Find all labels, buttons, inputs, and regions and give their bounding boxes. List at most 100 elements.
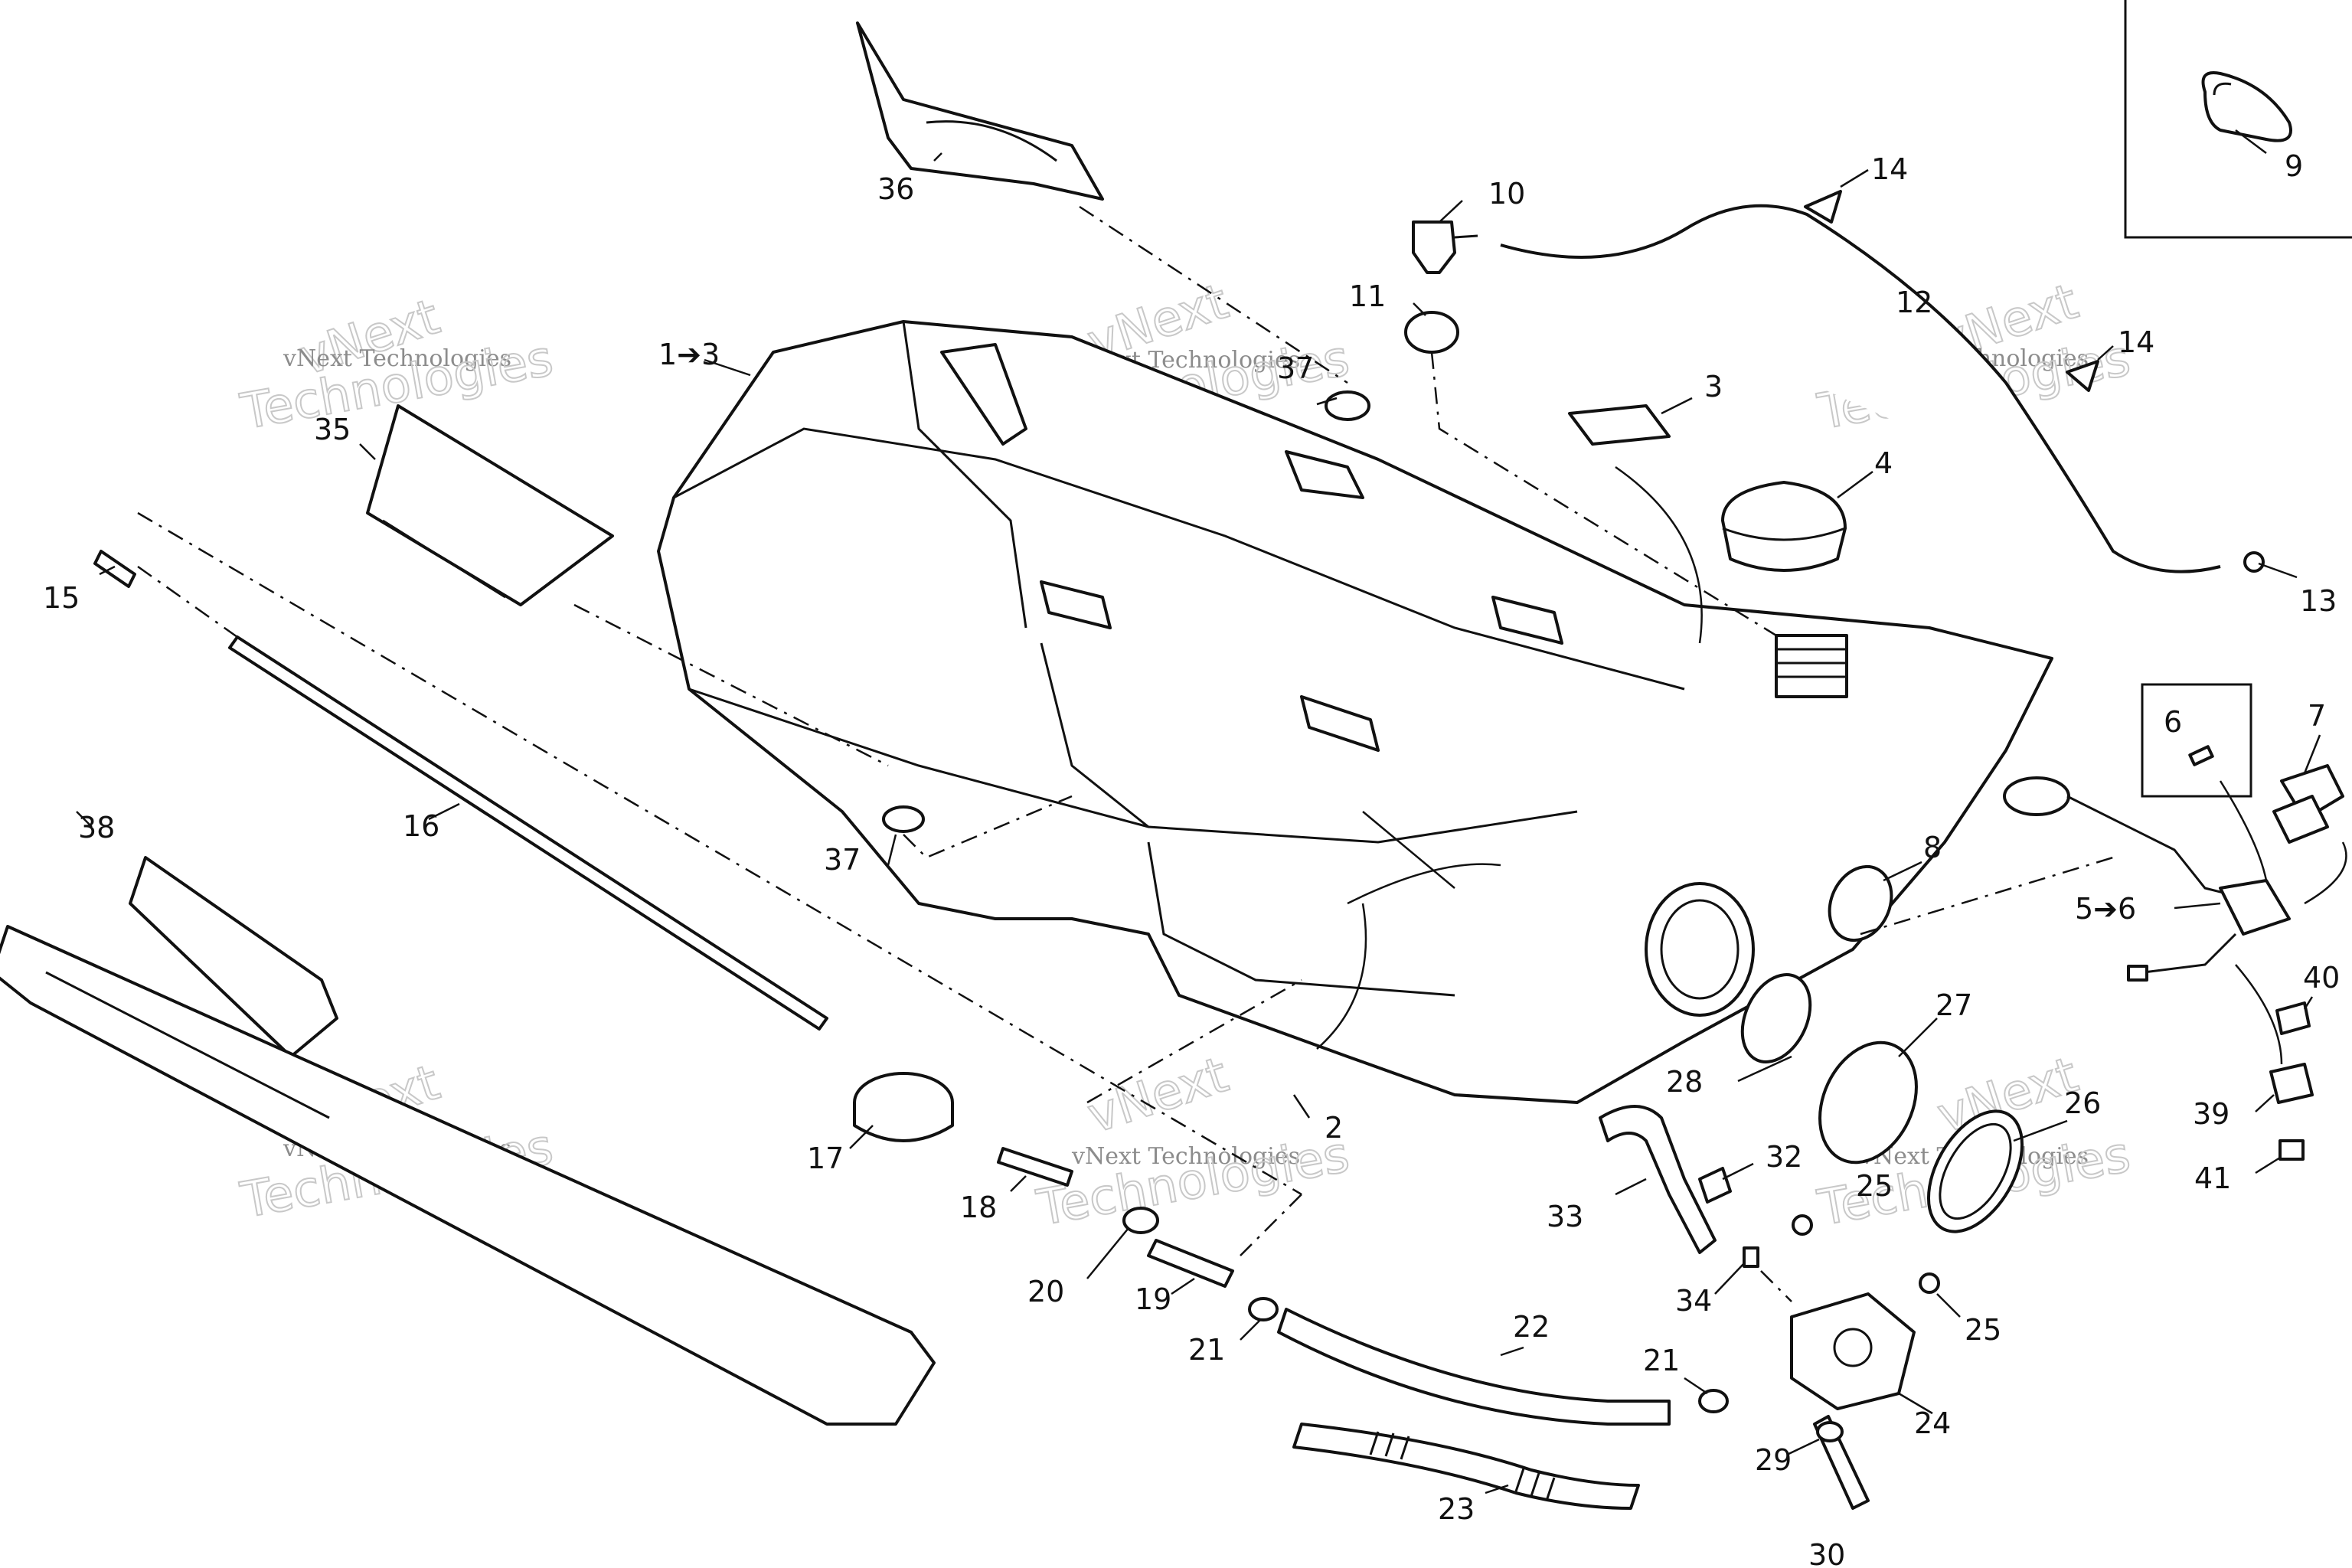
callout-labels: 1➔3 2 3 4 5➔6 6 7 8 9 10 11 12 13 14 14 … (43, 149, 2340, 1568)
pad-part-38[interactable] (129, 856, 338, 1058)
callout-37: 37 (1277, 351, 1314, 385)
grommet-part-11[interactable] (1404, 311, 1459, 354)
hose-part-12[interactable] (1500, 204, 2221, 573)
washer-part-20[interactable] (1122, 1207, 1159, 1234)
callout-28: 28 (1666, 1065, 1703, 1099)
rod-part-16[interactable] (228, 635, 828, 1031)
callout-30: 30 (1808, 1538, 1845, 1568)
watermark-text: vNext Technologies (1071, 1143, 1300, 1170)
filler-neck (1775, 634, 1848, 698)
sender-base (853, 1102, 954, 1142)
float-part-5[interactable] (2003, 776, 2070, 816)
grommet-part-37[interactable] (1325, 390, 1370, 421)
seal-part-28[interactable] (1729, 964, 1823, 1073)
panel-part-35[interactable] (366, 404, 614, 606)
fuse-part-6[interactable] (2188, 745, 2214, 766)
assembly-line (573, 603, 889, 767)
callout-tick (1898, 1018, 1938, 1057)
clamp-part-13[interactable] (2243, 551, 2265, 573)
cap-part-25[interactable] (1919, 1272, 1940, 1294)
hose-part-33[interactable] (1599, 1105, 1717, 1254)
cap-body (1721, 481, 1847, 572)
clip-part-9[interactable] (2201, 71, 2292, 142)
callout-20: 20 (1027, 1275, 1064, 1308)
hose-part-22[interactable] (1277, 1308, 1671, 1426)
callout-tick (704, 358, 751, 377)
fuel-tank[interactable] (657, 320, 2053, 1104)
callout-tick (2255, 1094, 2275, 1112)
hose-part-23[interactable] (1292, 1423, 1640, 1510)
callout-26: 26 (2064, 1086, 2101, 1120)
assembly-line (137, 511, 1302, 1196)
fitting-part-19[interactable] (1147, 1239, 1234, 1288)
callout-tick (1661, 397, 1693, 415)
fitting-part-18[interactable] (997, 1147, 1073, 1187)
callout-40: 40 (2303, 961, 2340, 995)
callout-tick (1840, 168, 1869, 188)
callout-25: 25 (1965, 1313, 2001, 1347)
sensor-stub (1454, 234, 1478, 239)
callout-37: 37 (824, 843, 861, 877)
assembly-line (137, 565, 238, 639)
callout-36: 36 (877, 172, 914, 206)
clamp-part-29[interactable] (1816, 1421, 1844, 1442)
callout-24: 24 (1914, 1406, 1951, 1440)
ring-inner (1939, 1122, 2012, 1220)
mount-pad (1285, 450, 1364, 499)
fuel-cap[interactable] (1721, 481, 1847, 572)
callout-41: 41 (2194, 1161, 2231, 1195)
assembly-line (1430, 351, 1777, 637)
clip-part-14[interactable] (2066, 360, 2099, 392)
clamp-part-21[interactable] (1248, 1297, 1279, 1321)
connector-part-34[interactable] (1743, 1246, 1759, 1268)
pump-module-part-5[interactable] (2219, 879, 2291, 936)
callout-tick (1439, 200, 1463, 223)
pump-connector (2127, 965, 2148, 982)
pad-part-3[interactable] (1568, 404, 1671, 446)
callout-tick (1010, 1175, 1027, 1192)
nut-part-8[interactable] (1818, 857, 1903, 951)
callout-10: 10 (1488, 177, 1525, 211)
bracket-part-39[interactable] (2269, 1063, 2314, 1104)
fitting-part-15[interactable] (93, 550, 136, 588)
pad-part-38-large[interactable] (0, 925, 936, 1426)
filler-neck-thread (1776, 648, 1847, 678)
grommet-part-37[interactable] (882, 805, 925, 833)
callout-tick (1737, 1055, 1792, 1083)
callout-15: 15 (43, 581, 80, 615)
clip-part-14[interactable] (1804, 190, 1842, 224)
callout-4: 4 (1874, 446, 1893, 480)
callout-tick (1786, 1438, 1820, 1456)
hose-ribs (1369, 1431, 1556, 1501)
plate-part-27[interactable] (1802, 1027, 1935, 1178)
callout-11: 11 (1349, 279, 1386, 313)
nut-part-41[interactable] (2278, 1139, 2305, 1161)
callout-1-3: 1➔3 (658, 338, 720, 371)
callout-7: 7 (2308, 699, 2326, 733)
panel-part-36[interactable] (856, 21, 1104, 201)
callout-tick (1500, 1346, 1524, 1357)
ring-part-26[interactable] (1909, 1096, 2042, 1248)
clamp-part-21[interactable] (1698, 1389, 1729, 1413)
callout-tick (1086, 1227, 1129, 1279)
callout-38: 38 (78, 811, 115, 844)
assembly-line (1760, 1270, 1792, 1302)
cap-part-32[interactable] (1698, 1167, 1732, 1204)
cap-part-25[interactable] (1792, 1214, 1813, 1236)
callout-3: 3 (1704, 370, 1723, 403)
sensor-part-10[interactable] (1412, 220, 1456, 274)
callout-18: 18 (960, 1191, 997, 1224)
callout-tick (2174, 902, 2221, 910)
callout-tick (76, 811, 93, 828)
pump-part-24[interactable] (1790, 1292, 1916, 1410)
callout-tick (1240, 1319, 1261, 1341)
clip-part-40[interactable] (2275, 1001, 2311, 1035)
callout-21: 21 (1643, 1344, 1680, 1377)
mount-pad (1491, 596, 1563, 645)
assembly-line (1086, 978, 1302, 1104)
callout-6: 6 (2164, 705, 2182, 739)
assembly-line (903, 795, 1073, 859)
callout-tick (2255, 1156, 2281, 1174)
callout-tick (1413, 302, 1426, 316)
